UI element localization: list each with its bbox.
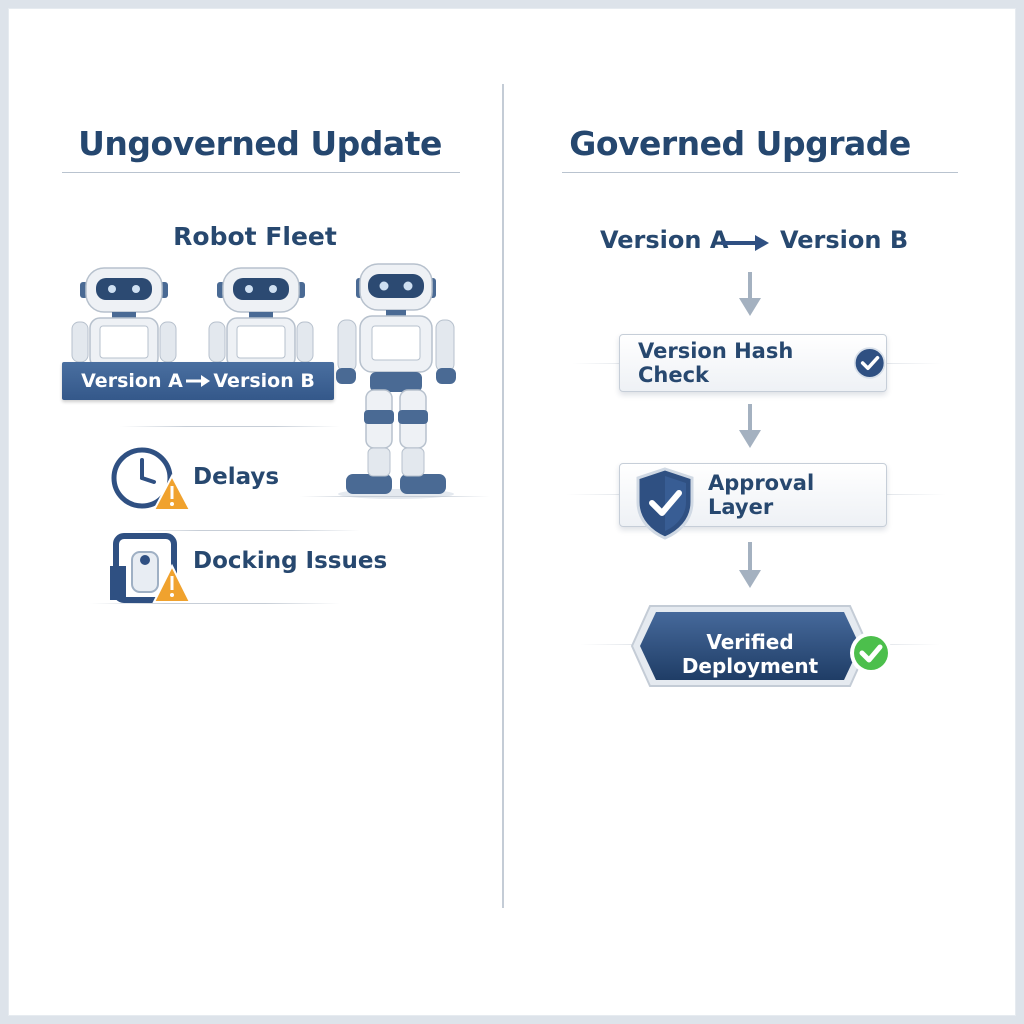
- separator-line: [300, 496, 490, 497]
- separator-line: [90, 603, 340, 604]
- banner-version-to: Version B: [213, 370, 314, 392]
- arrow-down-icon: [736, 540, 764, 590]
- large-robot-icon: [332, 262, 462, 502]
- arrow-right-icon: [185, 374, 211, 388]
- robot-icon: [203, 264, 319, 368]
- left-title: Ungoverned Update: [60, 124, 460, 163]
- right-title-rule: [562, 172, 958, 173]
- banner-version-from: Version A: [81, 370, 183, 392]
- version-from: Version A: [600, 226, 728, 254]
- issue-delays: Delays: [193, 464, 279, 490]
- version-to: Version B: [780, 226, 908, 254]
- dock-warning-icon: [104, 530, 194, 606]
- separator-line: [120, 426, 340, 427]
- panel-divider: [502, 84, 504, 908]
- step-version-hash-check: Version Hash Check: [619, 334, 887, 392]
- version-banner: Version A Version B: [62, 362, 334, 400]
- step-label: Approval Layer: [708, 471, 886, 519]
- issue-docking: Docking Issues: [193, 548, 387, 574]
- robot-icon: [66, 264, 182, 368]
- right-title: Governed Upgrade: [540, 124, 940, 163]
- shield-check-icon: [634, 466, 696, 540]
- step-label: Version Hash Check: [638, 339, 843, 387]
- verified-deployment-label: Verified Deployment: [650, 630, 850, 678]
- arrow-right-icon: [719, 232, 771, 254]
- clock-warning-icon: [108, 446, 192, 516]
- arrow-down-icon: [736, 402, 764, 450]
- arrow-down-icon: [736, 270, 764, 318]
- green-check-icon: [848, 630, 894, 676]
- check-circle-icon: [853, 344, 886, 382]
- fleet-label: Robot Fleet: [150, 222, 360, 251]
- left-title-rule: [62, 172, 460, 173]
